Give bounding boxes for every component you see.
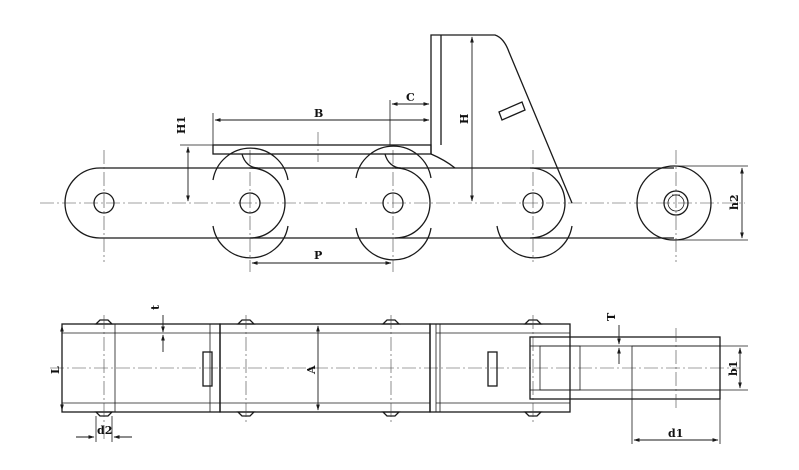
pin-head	[236, 319, 256, 325]
label-d2: d2	[97, 424, 112, 437]
plan-view: L A t T b1 d2 d1	[49, 304, 748, 444]
label-B: B	[314, 107, 323, 120]
wing-attachment	[430, 153, 456, 169]
link-plate	[250, 167, 431, 239]
label-T: T	[605, 312, 618, 321]
pin-head	[523, 319, 543, 325]
label-d1: d1	[668, 427, 683, 440]
roller-arc	[496, 225, 573, 259]
link-plate	[530, 167, 674, 239]
pin-head	[94, 411, 114, 417]
label-h2: h2	[728, 194, 741, 210]
label-H: H	[458, 114, 471, 124]
roller-hub	[539, 345, 581, 391]
attachment-foot	[241, 153, 259, 169]
label-C: C	[406, 91, 415, 104]
bushing	[202, 351, 213, 387]
side-view: B C H1 H h2 P	[40, 34, 748, 272]
wing-attachment	[430, 34, 573, 204]
pin-heads	[94, 319, 543, 417]
wing-slot	[498, 101, 526, 121]
label-t: t	[149, 304, 162, 310]
pin-head	[236, 411, 256, 417]
bushing	[487, 351, 498, 387]
pin-head	[381, 411, 401, 417]
label-H1: H1	[175, 116, 188, 134]
label-b1: b1	[727, 361, 740, 376]
link-plate	[395, 167, 566, 239]
outer-link	[429, 323, 571, 413]
roller-arc	[212, 225, 289, 259]
pin-head	[381, 319, 401, 325]
rollers	[212, 145, 712, 261]
roller-arc	[212, 147, 289, 181]
label-P: P	[314, 249, 322, 262]
roller-arc	[355, 145, 432, 179]
pin-head	[523, 411, 543, 417]
roller-end	[636, 165, 712, 241]
roller-arc	[355, 227, 432, 261]
label-A: A	[305, 365, 318, 375]
attachment-foot	[384, 153, 402, 169]
label-L: L	[49, 366, 62, 374]
pin-head	[94, 319, 114, 325]
